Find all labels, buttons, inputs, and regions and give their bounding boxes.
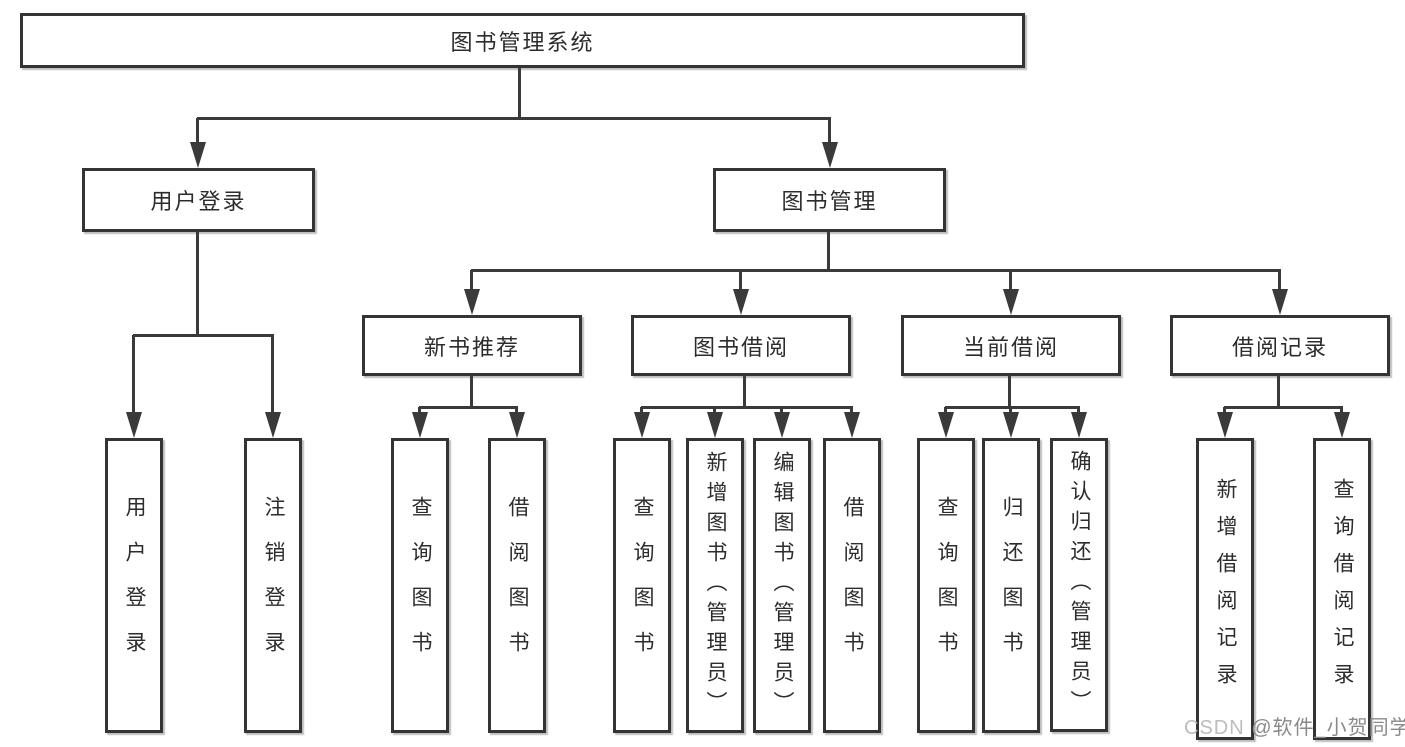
arrowhead-down-icon <box>1003 412 1019 438</box>
node-label: 编辑图书（管理员） <box>771 450 794 721</box>
arrowhead-down-icon <box>464 289 480 315</box>
connector-line-horizontal <box>197 117 831 120</box>
node-label: 查询借阅记录 <box>1331 478 1354 700</box>
node-new-book-rec: 新书推荐 <box>362 315 582 376</box>
connector-line-vertical <box>1009 270 1012 292</box>
arrowhead-down-icon <box>938 412 954 438</box>
connector-line-horizontal <box>419 406 518 409</box>
connector-line-horizontal <box>471 269 1281 272</box>
node-leaf-bb-edit: 编辑图书（管理员） <box>753 438 811 733</box>
node-book-mgmt: 图书管理 <box>713 168 946 232</box>
node-leaf-cb-return: 归还图书 <box>982 438 1040 733</box>
connector-line-vertical <box>1077 407 1080 414</box>
node-label: 当前借阅 <box>962 334 1059 360</box>
connector-line-horizontal <box>641 406 853 409</box>
node-label: 借阅图书 <box>506 495 529 676</box>
node-label: 查询图书 <box>409 495 432 676</box>
arrowhead-down-icon <box>634 412 650 438</box>
connector-line-vertical <box>1278 270 1281 292</box>
arrowhead-down-icon <box>1003 289 1019 315</box>
arrowhead-down-icon <box>707 412 723 438</box>
connector-line-vertical <box>470 270 473 292</box>
node-label: 确认归还（管理员） <box>1068 450 1091 720</box>
connector-line-vertical <box>739 270 742 292</box>
node-leaf-bb-borrow: 借阅图书 <box>823 438 881 733</box>
node-label: 图书借阅 <box>692 334 789 360</box>
arrowhead-down-icon <box>265 412 281 438</box>
node-leaf-br-add: 新增借阅记录 <box>1196 438 1254 740</box>
arrowhead-down-icon <box>412 412 428 438</box>
connector-line-vertical <box>827 232 830 272</box>
connector-line-vertical <box>271 335 274 415</box>
arrowhead-down-icon <box>822 142 838 168</box>
node-label: 图书管理系统 <box>450 29 595 55</box>
connector-line-vertical <box>1223 407 1226 414</box>
node-leaf-bb-query: 查询图书 <box>613 438 671 733</box>
connector-line-horizontal <box>945 406 1080 409</box>
arrowhead-down-icon <box>1217 412 1233 438</box>
connector-line-vertical <box>196 118 199 146</box>
node-label: 新增图书（管理员） <box>704 450 727 721</box>
connector-line-vertical <box>518 68 521 120</box>
node-borrow-record: 借阅记录 <box>1170 315 1390 376</box>
connector-line-vertical <box>470 376 473 408</box>
connector-line-vertical <box>780 407 783 414</box>
arrowhead-down-icon <box>774 412 790 438</box>
node-label: 新增借阅记录 <box>1214 478 1237 700</box>
node-leaf-br-query: 查询借阅记录 <box>1313 438 1371 740</box>
node-leaf-rec-query: 查询图书 <box>391 438 449 733</box>
node-label: 新书推荐 <box>423 334 520 360</box>
arrowhead-down-icon <box>1334 412 1350 438</box>
node-label: 归还图书 <box>1000 495 1023 676</box>
node-label: 借阅图书 <box>841 495 864 676</box>
arrowhead-down-icon <box>844 412 860 438</box>
connector-line-vertical <box>640 407 643 414</box>
arrowhead-down-icon <box>509 412 525 438</box>
arrowhead-down-icon <box>1071 412 1087 438</box>
connector-line-vertical <box>743 376 746 408</box>
node-leaf-logout: 注销登录 <box>244 438 302 733</box>
node-label: 注销登录 <box>262 495 285 676</box>
arrowhead-down-icon <box>733 289 749 315</box>
connector-line-vertical <box>132 335 135 415</box>
connector-line-vertical <box>944 407 947 414</box>
node-leaf-user-login: 用户登录 <box>105 438 163 733</box>
node-root: 图书管理系统 <box>20 13 1025 68</box>
node-leaf-cb-query: 查询图书 <box>917 438 975 733</box>
node-label: 用户登录 <box>123 495 146 676</box>
connector-line-vertical <box>713 407 716 414</box>
connector-line-vertical <box>1277 376 1280 408</box>
node-label: 用户登录 <box>150 189 247 214</box>
connector-line-vertical <box>196 232 199 337</box>
connector-line-horizontal <box>133 334 274 337</box>
node-book-borrow: 图书借阅 <box>631 315 851 376</box>
connector-line-vertical <box>850 407 853 414</box>
node-leaf-rec-borrow: 借阅图书 <box>488 438 546 733</box>
arrowhead-down-icon <box>1272 289 1288 315</box>
node-label: 查询图书 <box>631 495 654 676</box>
arrowhead-down-icon <box>126 412 142 438</box>
node-label: 图书管理 <box>781 189 878 214</box>
connector-line-vertical <box>1009 407 1012 414</box>
node-label: 查询图书 <box>935 495 958 676</box>
connector-line-vertical <box>515 407 518 414</box>
connector-line-vertical <box>828 118 831 146</box>
node-current-borrow: 当前借阅 <box>901 315 1121 376</box>
arrowhead-down-icon <box>190 142 206 168</box>
connector-line-vertical <box>1008 376 1011 408</box>
node-leaf-bb-add: 新增图书（管理员） <box>686 438 744 733</box>
node-user-login: 用户登录 <box>82 168 315 232</box>
connector-line-vertical <box>1340 407 1343 414</box>
connector-line-vertical <box>418 407 421 414</box>
node-label: 借阅记录 <box>1231 334 1328 360</box>
connector-line-horizontal <box>1224 406 1343 409</box>
node-leaf-cb-confirm: 确认归还（管理员） <box>1050 438 1108 732</box>
